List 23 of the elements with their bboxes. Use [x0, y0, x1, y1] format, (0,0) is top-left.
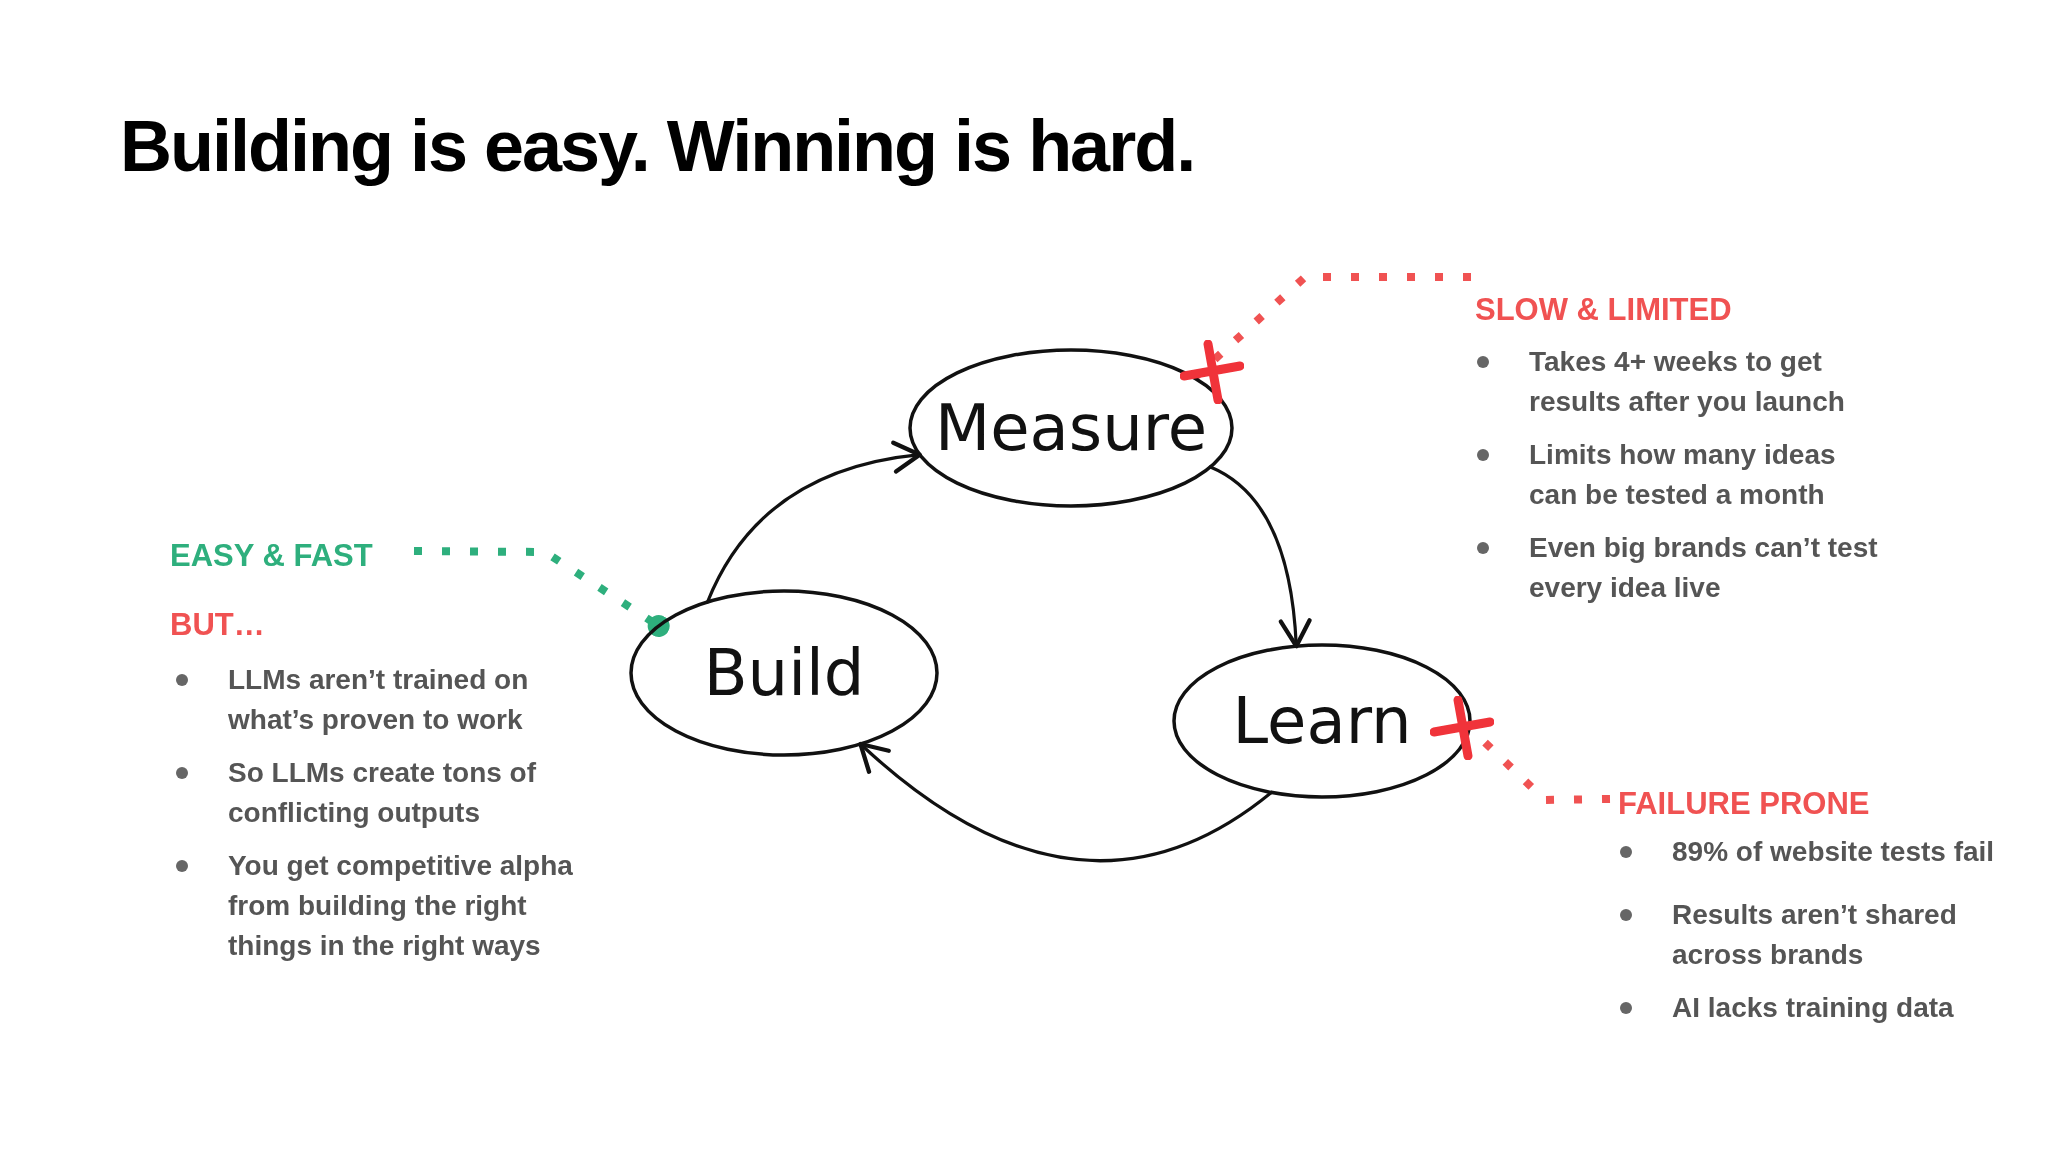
heading-text: EASY & FAST — [170, 528, 410, 574]
bullet-text: LLMs aren’t trained on what’s proven to work — [228, 664, 529, 735]
heading-text: FAILURE PRONE — [1618, 776, 1888, 822]
title: Building is easy. Winning is hard. — [120, 105, 1195, 187]
node-label: Learn — [1232, 684, 1412, 758]
bullet-text: Takes 4+ weeks to get results after you launch — [1529, 346, 1845, 417]
curved-arrow — [705, 441, 922, 604]
bullet-text: You get competitive alpha from building the right things in the right ways — [228, 850, 573, 961]
heading-text: SLOW & LIMITED — [1475, 272, 1765, 328]
bullet-text: Limits how many ideas can be tested a month — [1529, 439, 1836, 510]
ellipse-node — [1172, 643, 1472, 799]
node-label: Build — [703, 636, 865, 710]
bullet-text: So LLMs create tons of conflicting outputs — [228, 757, 537, 828]
bullet-text: 89% of website tests fail — [1672, 836, 1995, 867]
subheading-text: BUT… — [170, 606, 265, 644]
ellipse-node — [908, 348, 1234, 508]
node-label: Measure — [935, 391, 1207, 465]
leader-line — [413, 547, 670, 637]
bullet-text: Results aren’t shared across brands — [1672, 899, 1957, 970]
ellipse-node — [629, 589, 939, 757]
bullet-text: Even big brands can’t test every idea live — [1529, 532, 1878, 603]
curved-arrow — [858, 741, 1273, 863]
bullet-text: AI lacks training data — [1672, 992, 1954, 1023]
